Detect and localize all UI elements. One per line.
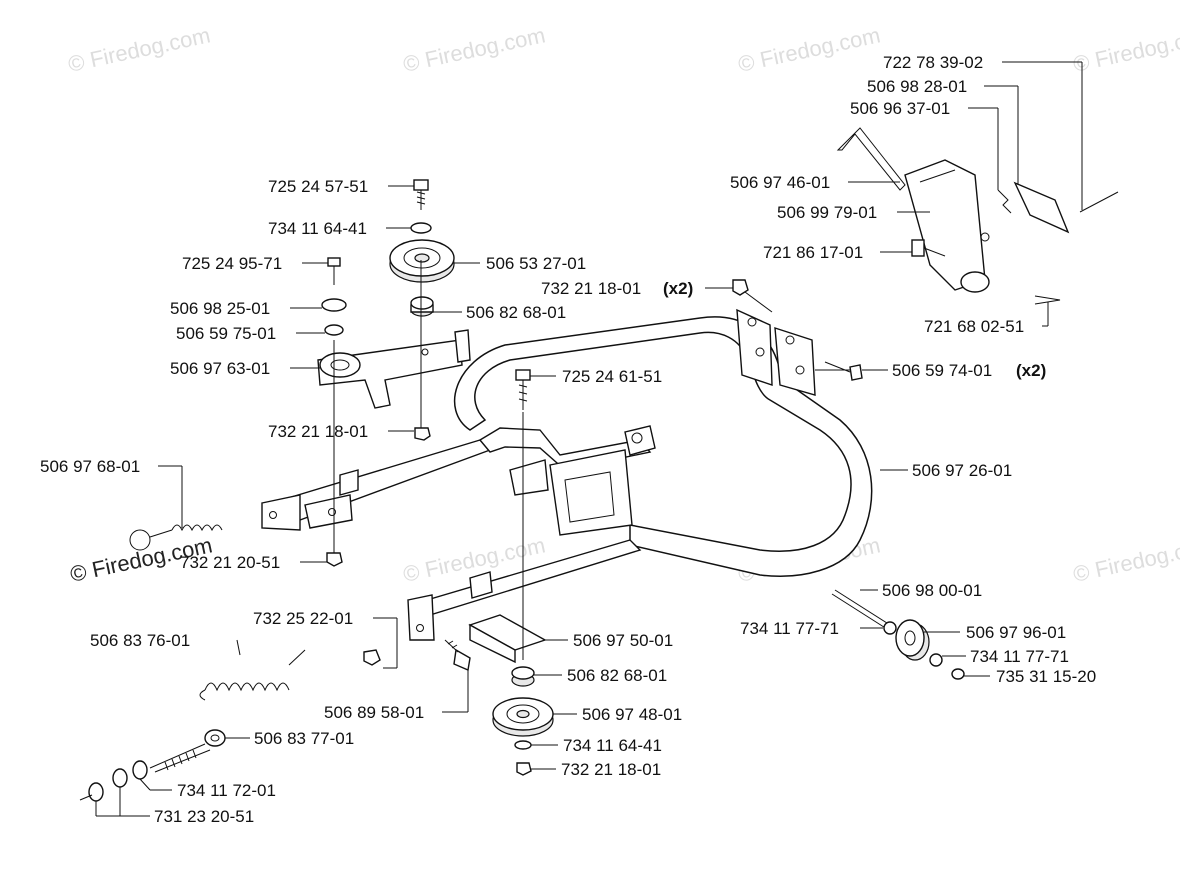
bolt-center [515, 369, 531, 410]
spring-upper-left [129, 524, 223, 551]
lever-roller [960, 271, 990, 293]
watermark: © Firedog.com [1071, 532, 1180, 587]
part-label: 506 97 63-01 [170, 359, 270, 378]
part-label: 731 23 20-51 [154, 807, 254, 826]
part-label: 734 11 77-71 [970, 647, 1069, 666]
part-label: 735 31 15-20 [996, 667, 1096, 686]
part-label: 506 89 58-01 [324, 703, 424, 722]
nut-lower-left [363, 649, 381, 666]
part-label: 734 11 64-41 [563, 736, 662, 755]
part-label: 732 21 20-51 [180, 553, 280, 572]
nut-left-bar [326, 552, 343, 567]
part-label: 732 21 18-01 [541, 279, 641, 298]
part-label: 721 68 02-51 [924, 317, 1024, 336]
bolt-left [327, 257, 341, 285]
clip-right [951, 668, 965, 680]
part-label: 506 97 50-01 [573, 631, 673, 650]
part-label: 506 98 25-01 [170, 299, 270, 318]
hair-pin [1034, 295, 1061, 305]
part-label: 506 53 27-01 [486, 254, 586, 273]
part-label: 506 59 75-01 [176, 324, 276, 343]
quantity-badge: (x2) [1016, 361, 1046, 380]
nut-bracket-top [732, 279, 749, 296]
cotter-pin-top [1079, 191, 1119, 213]
bolt-top [413, 179, 429, 210]
eye-bolt [149, 729, 226, 773]
part-label: 725 24 61-51 [562, 367, 662, 386]
watermark: © Firedog.com [401, 22, 548, 77]
part-label: 506 97 48-01 [582, 705, 682, 724]
part-label: 725 24 95-71 [182, 254, 282, 273]
washer-top [410, 222, 432, 234]
part-label: 506 97 68-01 [40, 457, 140, 476]
part-label: 506 83 76-01 [90, 631, 190, 650]
lever-clip [997, 189, 1012, 214]
idler-arm-bracket [317, 329, 471, 409]
part-label: 506 97 96-01 [966, 623, 1066, 642]
watermark: © Firedog.com [66, 22, 213, 77]
spacer-top [410, 296, 434, 317]
washer-left-small [324, 324, 344, 336]
part-labels: 722 78 39-02 506 98 28-01 506 96 37-01 5… [40, 53, 1096, 826]
part-label: 721 86 17-01 [763, 243, 863, 262]
pivot-bracket [736, 308, 816, 396]
part-label: 506 98 28-01 [867, 77, 967, 96]
part-label: 725 24 57-51 [268, 177, 368, 196]
lever-housing [904, 159, 990, 291]
pulley-top [389, 239, 455, 283]
spacer-bottom [511, 666, 535, 687]
bolt-lower-mid [444, 639, 471, 671]
nut-bottom [516, 762, 532, 776]
washer-left-large [321, 298, 347, 312]
lever-pin [911, 239, 946, 257]
lower-cross-bar [407, 539, 642, 641]
part-label: 506 98 00-01 [882, 581, 982, 600]
leader-lines [95, 61, 1083, 817]
quantity-badge: (x2) [663, 279, 693, 298]
part-label: 506 59 74-01 [892, 361, 992, 380]
axle-right [831, 589, 891, 630]
washer-right-b [929, 653, 943, 667]
washer-right-a [883, 621, 897, 635]
watermark: © Firedog.com [1071, 22, 1180, 77]
part-label: 734 11 77-71 [740, 619, 839, 638]
nut-top-mid [414, 427, 431, 441]
watermark: © Firedog.com [736, 22, 883, 77]
part-label: 722 78 39-02 [883, 53, 983, 72]
nuts-eye-bolt [79, 760, 148, 802]
part-label: 506 83 77-01 [254, 729, 354, 748]
left-cross-bar [261, 439, 492, 531]
part-label: 506 97 26-01 [912, 461, 1012, 480]
part-label: 506 82 68-01 [567, 666, 667, 685]
part-label: 506 99 79-01 [777, 203, 877, 222]
part-label: 734 11 72-01 [177, 781, 276, 800]
part-label: 732 25 22-01 [253, 609, 353, 628]
center-cross-bar [478, 425, 656, 536]
lever-plate [1013, 181, 1070, 234]
bolt-bracket [824, 361, 863, 381]
spring-lower-left [199, 649, 306, 701]
part-label: 732 21 18-01 [561, 760, 661, 779]
washer-bottom [514, 740, 532, 750]
support-bracket [468, 614, 547, 664]
part-label: 506 96 37-01 [850, 99, 950, 118]
wheel-right [895, 619, 930, 661]
part-label: 732 21 18-01 [268, 422, 368, 441]
pulley-bottom [492, 697, 554, 737]
part-label: 506 97 46-01 [730, 173, 830, 192]
part-label: 506 82 68-01 [466, 303, 566, 322]
part-label: 734 11 64-41 [268, 219, 367, 238]
lever-rod [836, 127, 906, 191]
